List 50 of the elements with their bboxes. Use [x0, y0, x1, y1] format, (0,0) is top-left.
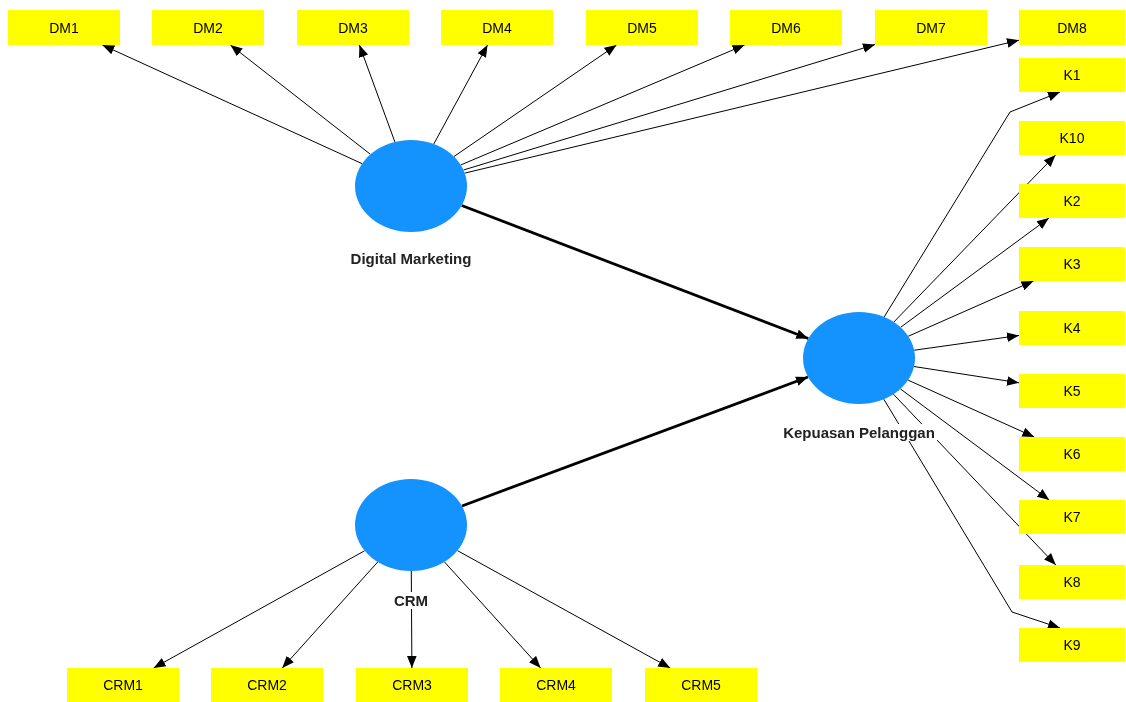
arrow — [433, 44, 488, 145]
indicator-box: K9 — [1019, 628, 1125, 662]
indicator-box: K7 — [1019, 500, 1125, 534]
arrow — [883, 398, 1061, 629]
indicator-box: K8 — [1019, 565, 1125, 599]
arrow — [453, 44, 617, 157]
indicator-box: DM3 — [297, 10, 409, 45]
construct-label: Digital Marketing — [348, 250, 474, 267]
arrow — [464, 38, 1020, 174]
arrow — [358, 44, 396, 143]
arrow — [101, 44, 363, 165]
arrow — [913, 332, 1020, 351]
indicator-box: CRM4 — [500, 668, 612, 702]
indicator-box: DM4 — [441, 10, 553, 45]
indicator-box: K10 — [1019, 121, 1125, 155]
indicator-box: CRM2 — [211, 668, 323, 702]
arrow — [153, 550, 366, 669]
indicator-box: CRM1 — [67, 668, 179, 702]
indicator-box: DM5 — [586, 10, 698, 45]
arrow — [907, 280, 1034, 337]
indicator-box: K2 — [1019, 184, 1125, 218]
arrow — [461, 204, 809, 340]
indicator-box: CRM3 — [356, 668, 468, 702]
construct-label: Kepuasan Pelanggan — [781, 424, 937, 441]
arrow — [229, 44, 371, 155]
indicator-box: CRM5 — [645, 668, 757, 702]
indicator-box: K1 — [1019, 58, 1125, 92]
indicator-box: DM6 — [730, 10, 842, 45]
indicator-box: DM1 — [8, 10, 120, 45]
arrow — [281, 561, 379, 669]
indicator-box: K3 — [1019, 247, 1125, 281]
arrow — [892, 393, 1057, 566]
arrow — [883, 91, 1061, 318]
arrow — [461, 375, 809, 508]
indicator-box: DM8 — [1019, 10, 1125, 45]
indicator-box: K5 — [1019, 374, 1125, 408]
arrow — [907, 379, 1035, 438]
arrow — [443, 561, 542, 669]
construct-circle — [803, 312, 915, 404]
indicator-box: DM7 — [875, 10, 987, 45]
arrow — [899, 388, 1050, 501]
arrow — [460, 44, 746, 166]
arrow — [457, 550, 671, 669]
indicator-box: K6 — [1019, 437, 1125, 471]
arrow — [893, 154, 1057, 323]
indicator-box: K4 — [1019, 311, 1125, 345]
arrow — [900, 217, 1050, 328]
arrow — [913, 366, 1020, 386]
indicator-box: DM2 — [152, 10, 264, 45]
arrow — [463, 43, 876, 171]
